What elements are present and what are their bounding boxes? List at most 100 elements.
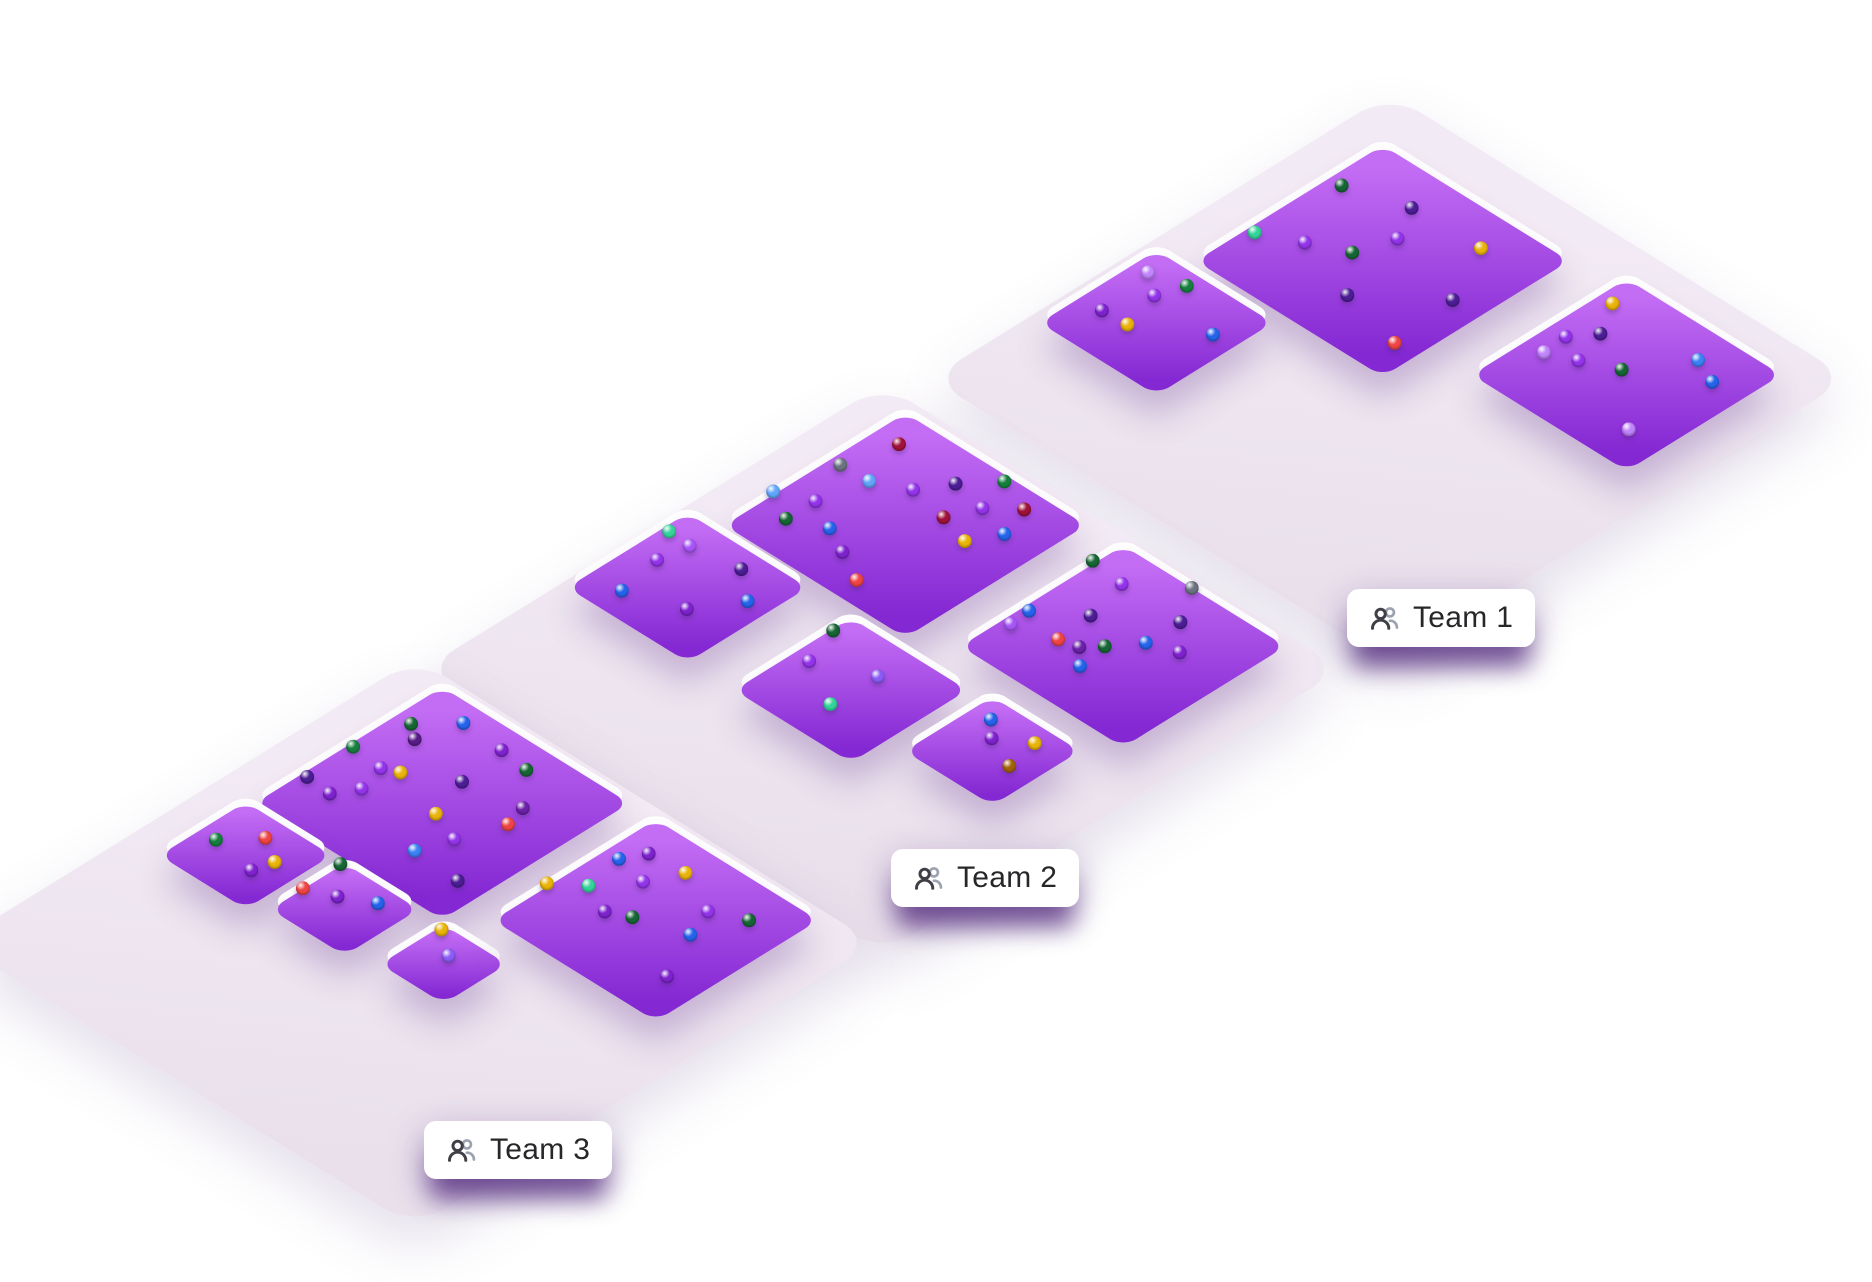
member-dot[interactable] — [354, 781, 369, 796]
member-dot[interactable] — [373, 761, 388, 776]
member-dot[interactable] — [660, 969, 675, 984]
member-dot[interactable] — [1571, 353, 1586, 368]
member-dot[interactable] — [455, 774, 470, 789]
member-dot[interactable] — [296, 881, 311, 896]
member-dot[interactable] — [1705, 374, 1720, 389]
member-dot[interactable] — [870, 669, 885, 684]
member-dot[interactable] — [1085, 553, 1100, 568]
member-dot[interactable] — [581, 878, 596, 893]
member-dot[interactable] — [1184, 580, 1199, 595]
member-dot[interactable] — [615, 583, 630, 598]
team-1-board-right[interactable] — [1471, 271, 1782, 464]
member-dot[interactable] — [1173, 615, 1188, 630]
member-dot[interactable] — [997, 474, 1012, 489]
member-dot[interactable] — [1017, 502, 1032, 517]
member-dot[interactable] — [519, 763, 534, 778]
member-dot[interactable] — [975, 500, 990, 515]
member-dot[interactable] — [680, 602, 695, 617]
member-dot[interactable] — [209, 832, 224, 847]
member-dot[interactable] — [267, 855, 282, 870]
member-dot[interactable] — [322, 786, 337, 801]
member-dot[interactable] — [802, 653, 817, 668]
member-dot[interactable] — [494, 743, 509, 758]
member-dot[interactable] — [1297, 235, 1312, 250]
team-3-board-tiny[interactable] — [379, 916, 508, 996]
member-dot[interactable] — [1690, 352, 1705, 367]
member-dot[interactable] — [1180, 278, 1195, 293]
member-dot[interactable] — [957, 533, 972, 548]
member-dot[interactable] — [1340, 288, 1355, 303]
member-dot[interactable] — [1002, 759, 1017, 774]
member-dot[interactable] — [1138, 636, 1153, 651]
team-2-label[interactable]: Team 2 — [891, 849, 1080, 907]
member-dot[interactable] — [1071, 640, 1086, 655]
member-dot[interactable] — [1003, 617, 1018, 632]
member-dot[interactable] — [862, 474, 877, 489]
member-dot[interactable] — [441, 948, 456, 963]
member-dot[interactable] — [434, 922, 449, 937]
member-dot[interactable] — [243, 863, 258, 878]
member-dot[interactable] — [1345, 245, 1360, 260]
member-dot[interactable] — [450, 874, 465, 889]
member-dot[interactable] — [826, 623, 841, 638]
member-dot[interactable] — [636, 874, 651, 889]
member-dot[interactable] — [983, 712, 998, 727]
member-dot[interactable] — [501, 817, 516, 832]
member-dot[interactable] — [1051, 632, 1066, 647]
member-dot[interactable] — [1140, 265, 1155, 280]
member-dot[interactable] — [997, 527, 1012, 542]
member-dot[interactable] — [936, 510, 951, 525]
member-dot[interactable] — [822, 521, 837, 536]
member-dot[interactable] — [701, 904, 716, 919]
member-dot[interactable] — [1614, 362, 1629, 377]
member-dot[interactable] — [393, 765, 408, 780]
member-dot[interactable] — [404, 716, 419, 731]
member-dot[interactable] — [849, 572, 864, 587]
member-dot[interactable] — [1120, 317, 1135, 332]
member-dot[interactable] — [1387, 336, 1402, 351]
member-dot[interactable] — [1115, 577, 1130, 592]
member-dot[interactable] — [1621, 422, 1636, 437]
member-dot[interactable] — [447, 832, 462, 847]
member-dot[interactable] — [1405, 200, 1420, 215]
member-dot[interactable] — [539, 876, 554, 891]
member-dot[interactable] — [984, 731, 999, 746]
member-dot[interactable] — [456, 715, 471, 730]
member-dot[interactable] — [1147, 288, 1162, 303]
team-3-label[interactable]: Team 3 — [424, 1121, 613, 1179]
member-dot[interactable] — [407, 843, 422, 858]
member-dot[interactable] — [662, 524, 677, 539]
member-dot[interactable] — [1474, 241, 1489, 256]
member-dot[interactable] — [1334, 178, 1349, 193]
member-dot[interactable] — [905, 482, 920, 497]
member-dot[interactable] — [370, 896, 385, 911]
member-dot[interactable] — [1206, 327, 1221, 342]
member-dot[interactable] — [1097, 639, 1112, 654]
member-dot[interactable] — [1390, 231, 1405, 246]
member-dot[interactable] — [891, 437, 906, 452]
member-dot[interactable] — [682, 538, 697, 553]
member-dot[interactable] — [741, 913, 756, 928]
member-dot[interactable] — [948, 476, 963, 491]
member-dot[interactable] — [808, 494, 823, 509]
member-dot[interactable] — [407, 732, 422, 747]
member-dot[interactable] — [1247, 225, 1262, 240]
member-dot[interactable] — [778, 511, 793, 526]
member-dot[interactable] — [683, 927, 698, 942]
member-dot[interactable] — [1445, 292, 1460, 307]
member-dot[interactable] — [1536, 345, 1551, 360]
member-dot[interactable] — [1172, 645, 1187, 660]
member-dot[interactable] — [641, 846, 656, 861]
member-dot[interactable] — [1558, 329, 1573, 344]
member-dot[interactable] — [678, 865, 693, 880]
team-1-label[interactable]: Team 1 — [1347, 589, 1536, 647]
member-dot[interactable] — [741, 594, 756, 609]
member-dot[interactable] — [345, 739, 360, 754]
member-dot[interactable] — [597, 904, 612, 919]
member-dot[interactable] — [650, 553, 665, 568]
member-dot[interactable] — [1021, 603, 1036, 618]
member-dot[interactable] — [330, 889, 345, 904]
member-dot[interactable] — [625, 910, 640, 925]
member-dot[interactable] — [333, 857, 348, 872]
member-dot[interactable] — [429, 806, 444, 821]
